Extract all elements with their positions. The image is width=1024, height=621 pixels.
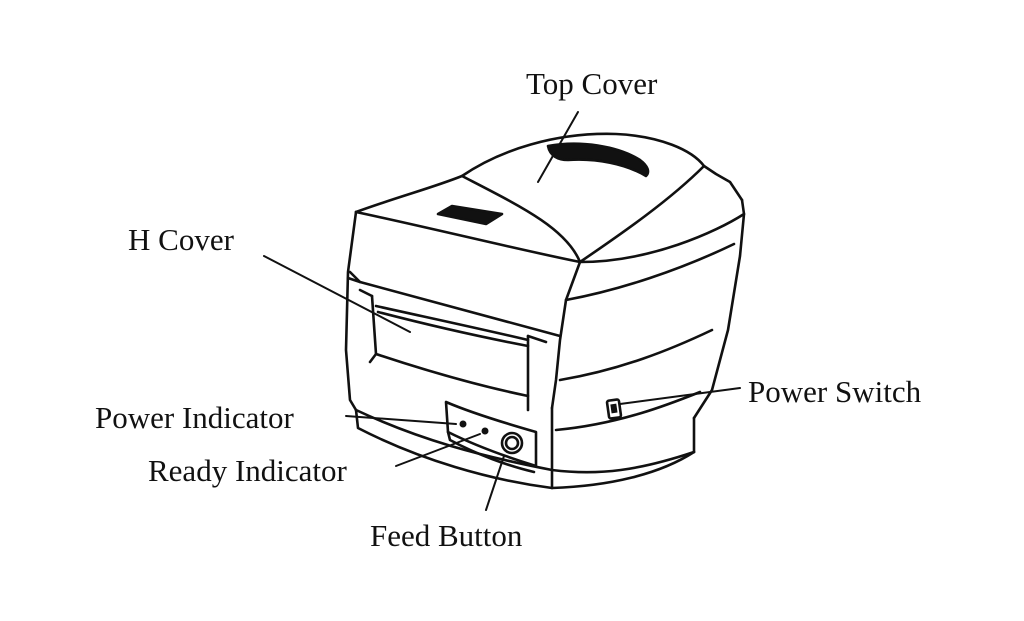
top-cover-part	[354, 132, 744, 264]
printer-body	[344, 198, 746, 490]
label-power-indicator: Power Indicator	[95, 400, 294, 435]
leader-power-indicator	[345, 415, 457, 425]
leader-feed-button	[485, 455, 505, 511]
leader-top-cover	[537, 111, 579, 183]
label-feed-button: Feed Button	[370, 518, 523, 553]
control-panel	[444, 400, 538, 474]
leader-power-switch	[619, 387, 741, 405]
leader-lines	[263, 111, 741, 511]
leader-ready-indicator	[395, 433, 481, 467]
label-top-cover: Top Cover	[526, 66, 658, 101]
label-power-switch: Power Switch	[748, 374, 922, 409]
label-ready-indicator: Ready Indicator	[148, 453, 347, 488]
label-h-cover: H Cover	[128, 222, 234, 257]
feed-button-shape	[500, 431, 524, 455]
leader-h-cover	[263, 255, 411, 333]
ready-led	[481, 427, 489, 435]
power-led	[459, 420, 467, 428]
power-switch-part	[605, 398, 623, 420]
h-cover-part	[358, 288, 548, 412]
